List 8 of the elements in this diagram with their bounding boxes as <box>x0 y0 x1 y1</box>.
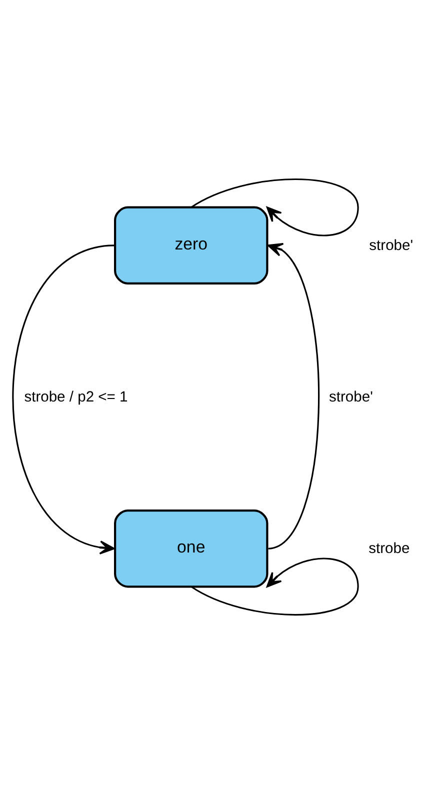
edge-label: strobe <box>368 541 410 558</box>
edge-label: strobe' <box>369 238 414 254</box>
edge-label: strobe' <box>329 389 373 406</box>
node-box: one <box>114 510 268 588</box>
node-box: zero <box>114 206 268 284</box>
edge-label: strobe / p2 <= 1 <box>24 389 128 406</box>
arrow <box>12 244 115 554</box>
arrow <box>267 242 320 550</box>
